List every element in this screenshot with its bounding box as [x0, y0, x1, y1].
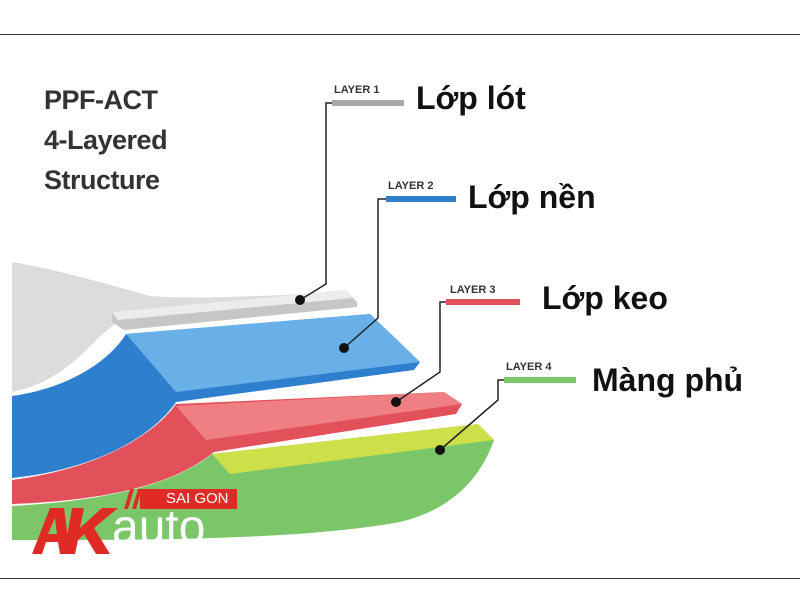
layer-2-color-bar — [386, 196, 456, 202]
title-line-1: PPF-ACT — [44, 85, 158, 115]
layer-1-color-bar — [332, 100, 404, 106]
layer-3-shape — [12, 392, 462, 504]
layer-4-name: Màng phủ — [592, 362, 744, 398]
ak-logo-mark — [32, 508, 118, 554]
title-line-3: Structure — [44, 165, 160, 195]
logo-brand-text: auto — [112, 501, 206, 554]
diagram-title: PPF-ACT 4-Layered Structure — [44, 80, 168, 200]
layer-2-tag: LAYER 2 — [388, 180, 434, 192]
layer-3-name: Lớp keo — [542, 280, 668, 316]
logo-city-label: SAI GON — [140, 489, 237, 509]
layer-3-tag: LAYER 3 — [450, 284, 496, 296]
layer-1-name: Lớp lót — [416, 80, 526, 116]
top-border — [0, 34, 800, 35]
layer-2-name: Lớp nền — [468, 179, 596, 215]
layer-4-tag: LAYER 4 — [506, 361, 552, 373]
layer-4-color-bar — [504, 377, 576, 383]
substrate-surface — [12, 262, 352, 392]
layer-1-tag: LAYER 1 — [334, 84, 380, 96]
layer-3-color-bar — [446, 299, 520, 305]
bottom-border — [0, 578, 800, 579]
title-line-2: 4-Layered — [44, 125, 168, 155]
